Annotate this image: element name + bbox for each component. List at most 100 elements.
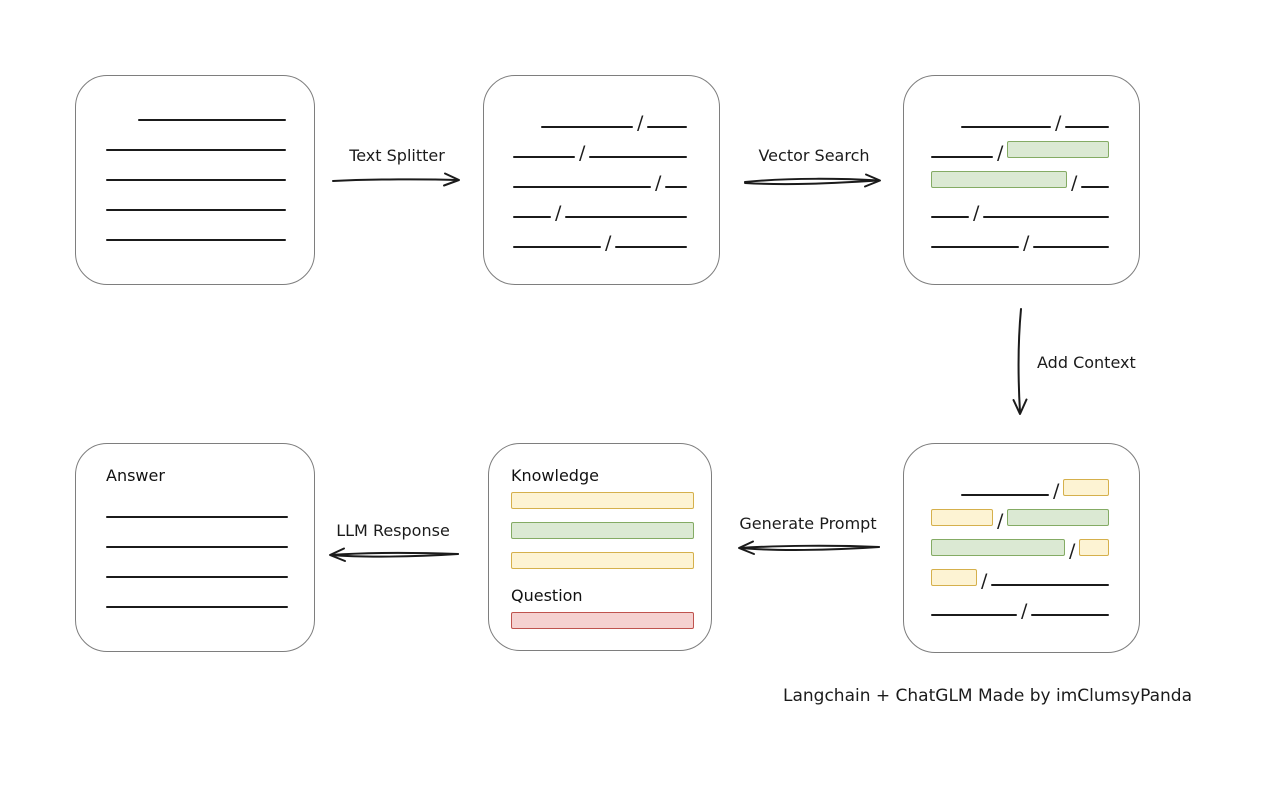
slash-separator: /	[1071, 172, 1078, 194]
text-line-segment	[106, 576, 288, 578]
text-line-segment	[513, 246, 601, 248]
text-line-segment	[665, 186, 688, 188]
text-line-segment	[106, 149, 286, 151]
yellow-highlight-rect	[931, 509, 993, 526]
slash-separator: /	[1055, 112, 1062, 134]
arrow-left-icon	[329, 547, 459, 562]
text-line-segment	[513, 216, 551, 218]
slash-separator: /	[1021, 600, 1028, 622]
red-highlight-rect	[511, 612, 694, 629]
segment-row: /	[931, 188, 1139, 223]
text-line-segment	[931, 216, 969, 218]
text-line-segment	[991, 584, 1110, 586]
segment-row: /	[931, 128, 1139, 163]
answer-box: Answer	[75, 443, 315, 652]
chunks-box: / / / / /	[483, 75, 720, 285]
segment-row	[106, 518, 314, 548]
text-line-segment	[1081, 186, 1110, 188]
document-box	[75, 75, 315, 285]
text-line-segment	[541, 126, 633, 128]
add-context-label: Add Context	[1037, 353, 1136, 372]
slash-separator: /	[981, 570, 988, 592]
text-line-segment	[615, 246, 688, 248]
question-label: Question	[511, 586, 583, 605]
segment-row: /	[931, 158, 1139, 194]
segment-row	[511, 552, 711, 582]
slash-separator: /	[655, 172, 662, 194]
text-line-segment	[106, 239, 286, 241]
segment-row: /	[931, 98, 1139, 134]
text-line-segment	[961, 126, 1051, 128]
vector-search-arrow-group: Vector Search	[742, 145, 886, 193]
slash-separator: /	[1069, 540, 1076, 562]
segment-row: /	[513, 218, 719, 254]
llm-response-label: LLM Response	[336, 521, 450, 540]
segment-row	[106, 91, 314, 121]
context-chunks-lines: /////	[904, 444, 1139, 622]
answer-content: Answer	[76, 444, 314, 608]
diagram-caption: Langchain + ChatGLM Made by imClumsyPand…	[783, 686, 1192, 706]
segment-row	[106, 211, 314, 241]
slash-separator: /	[605, 232, 612, 254]
segment-row: /	[513, 98, 719, 133]
text-line-segment	[106, 546, 288, 548]
text-line-segment	[106, 179, 286, 181]
segment-row: /	[513, 158, 719, 194]
slash-separator: /	[555, 202, 562, 224]
text-line-segment	[106, 516, 288, 518]
generate-prompt-arrow-group: Generate Prompt	[733, 513, 883, 561]
segment-row: /	[931, 556, 1139, 592]
segment-row	[106, 181, 314, 211]
segment-row: /	[513, 188, 719, 224]
yellow-highlight-rect	[931, 569, 977, 586]
text-line-segment	[647, 126, 688, 128]
text-line-segment	[1031, 614, 1110, 616]
matched-chunks-box: /////	[903, 75, 1140, 285]
slash-separator: /	[579, 142, 586, 164]
document-lines	[76, 76, 314, 241]
chunks-lines: / / / / /	[484, 76, 719, 254]
yellow-highlight-rect	[1063, 479, 1110, 496]
context-chunks-box: /////	[903, 443, 1140, 653]
segment-row	[511, 522, 711, 552]
text-line-segment	[138, 119, 286, 121]
text-splitter-arrow-group: Text Splitter	[330, 145, 464, 193]
arrow-right-icon	[332, 172, 460, 187]
knowledge-bars	[511, 492, 711, 582]
segment-row: /	[931, 526, 1139, 562]
segment-row: /	[931, 496, 1139, 531]
indent-spacer	[931, 127, 961, 128]
question-bars	[511, 612, 711, 642]
segment-row	[106, 578, 314, 608]
segment-row	[511, 492, 711, 522]
segment-row: /	[931, 218, 1139, 253]
text-line-segment	[106, 606, 288, 608]
yellow-highlight-rect	[511, 492, 694, 509]
yellow-highlight-rect	[1079, 539, 1110, 556]
arrow-right-icon	[744, 173, 881, 188]
answer-lines	[106, 488, 314, 608]
text-line-segment	[513, 186, 651, 188]
segment-row: /	[513, 128, 719, 164]
prompt-content: Knowledge Question	[489, 444, 711, 642]
text-line-segment	[931, 156, 993, 158]
knowledge-label: Knowledge	[511, 466, 599, 485]
segment-row	[511, 612, 711, 642]
text-line-segment	[931, 614, 1017, 616]
indent-spacer	[106, 120, 138, 121]
slash-separator: /	[1053, 480, 1060, 502]
answer-label: Answer	[106, 466, 165, 485]
segment-row	[106, 548, 314, 578]
text-line-segment	[565, 216, 688, 218]
green-highlight-rect	[511, 522, 694, 539]
indent-spacer	[931, 495, 961, 496]
prompt-box: Knowledge Question	[488, 443, 712, 651]
green-highlight-rect	[1007, 141, 1110, 158]
text-line-segment	[1065, 126, 1110, 128]
text-line-segment	[513, 156, 575, 158]
text-line-segment	[931, 246, 1019, 248]
yellow-highlight-rect	[511, 552, 694, 569]
segment-row	[106, 151, 314, 181]
text-splitter-label: Text Splitter	[349, 146, 445, 165]
segment-row: /	[931, 466, 1139, 502]
